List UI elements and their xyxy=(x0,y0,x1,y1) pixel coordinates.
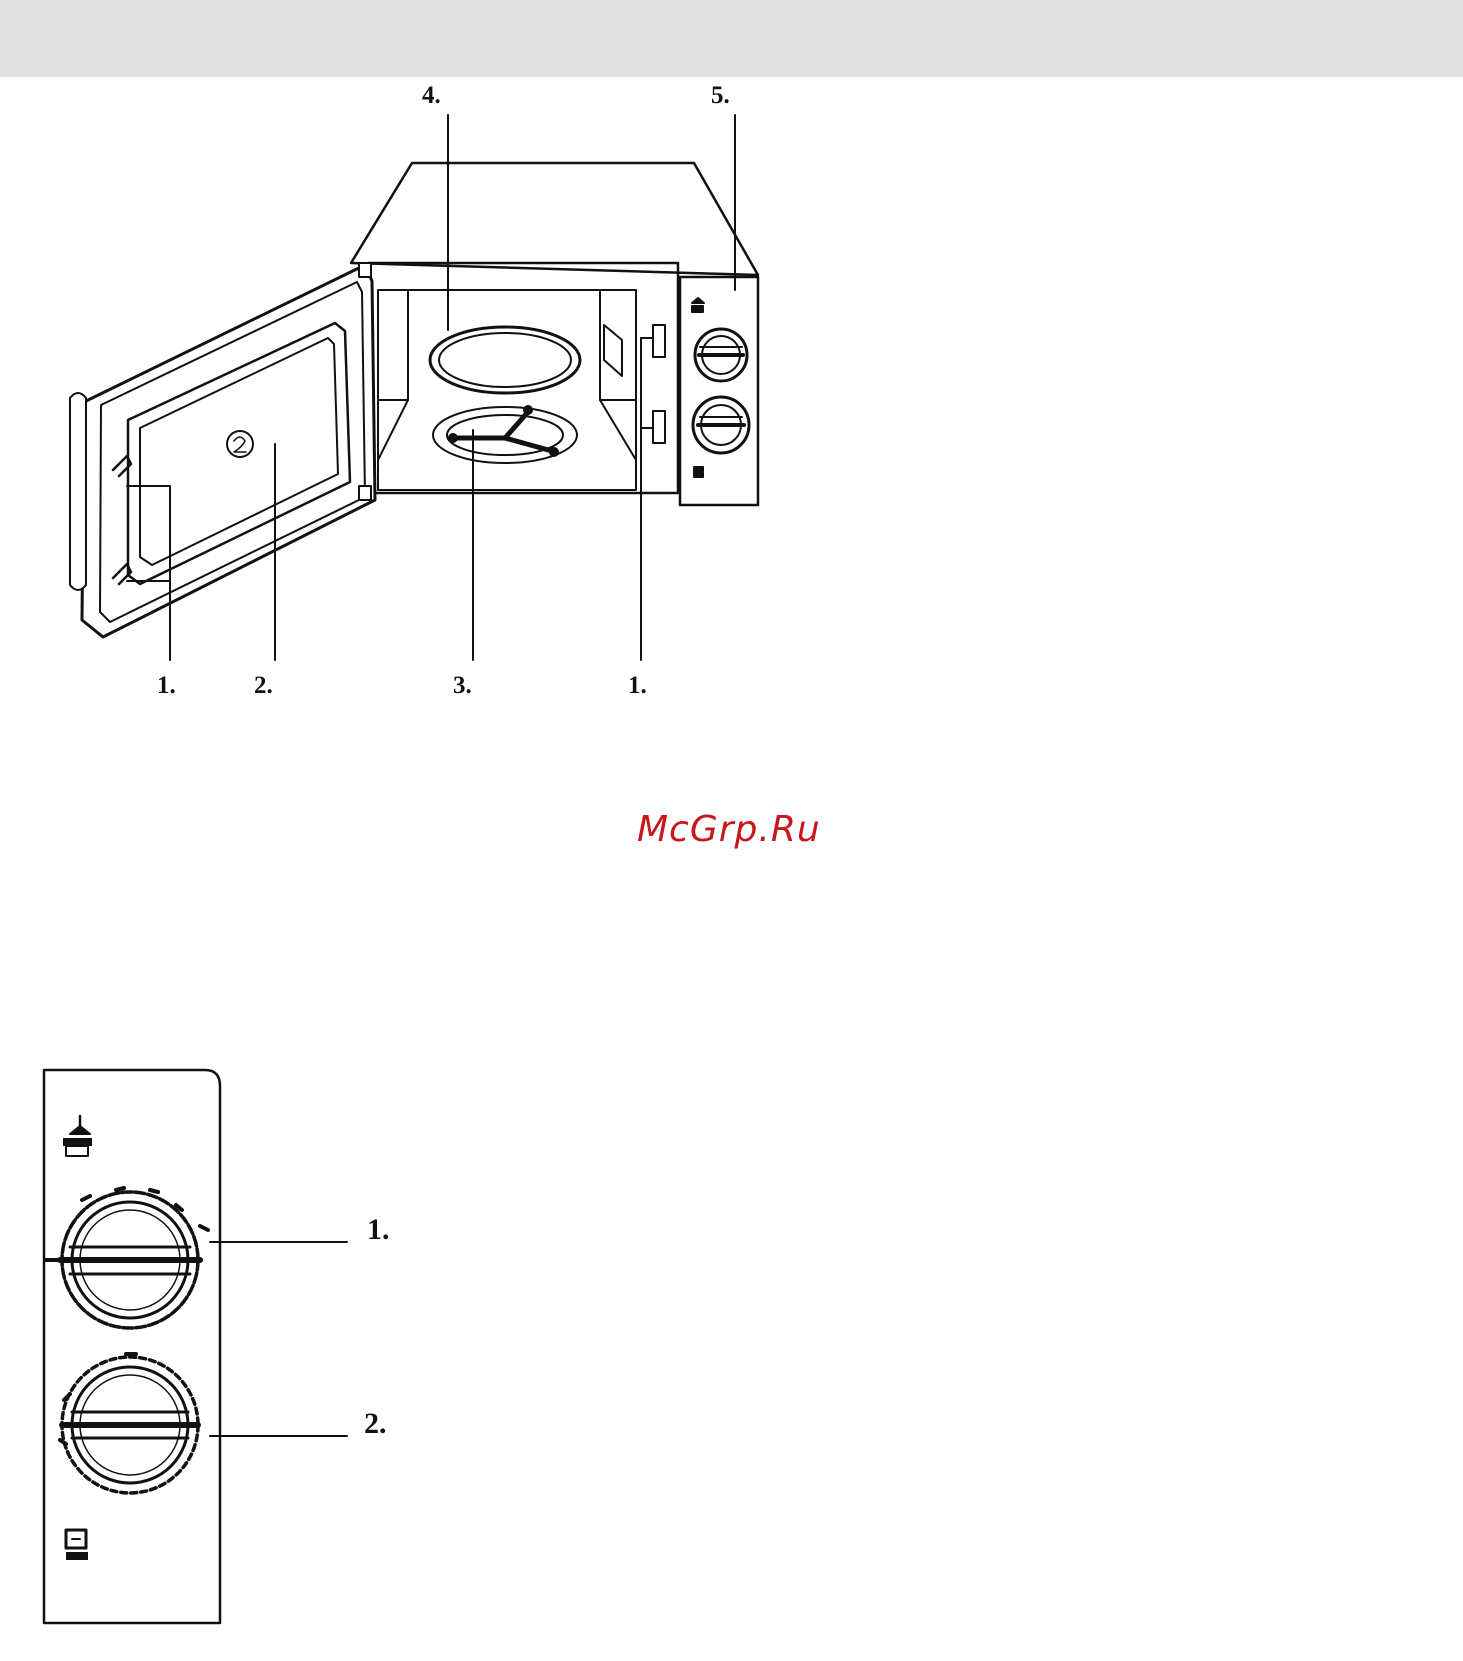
callout-label-power-knob: 1. xyxy=(367,1215,390,1245)
power-knob xyxy=(45,1188,347,1328)
callout-label-timer-knob: 2. xyxy=(364,1409,387,1439)
timer-knob xyxy=(60,1354,347,1493)
timer-clock-icon xyxy=(66,1530,88,1560)
power-level-icon xyxy=(63,1116,92,1156)
